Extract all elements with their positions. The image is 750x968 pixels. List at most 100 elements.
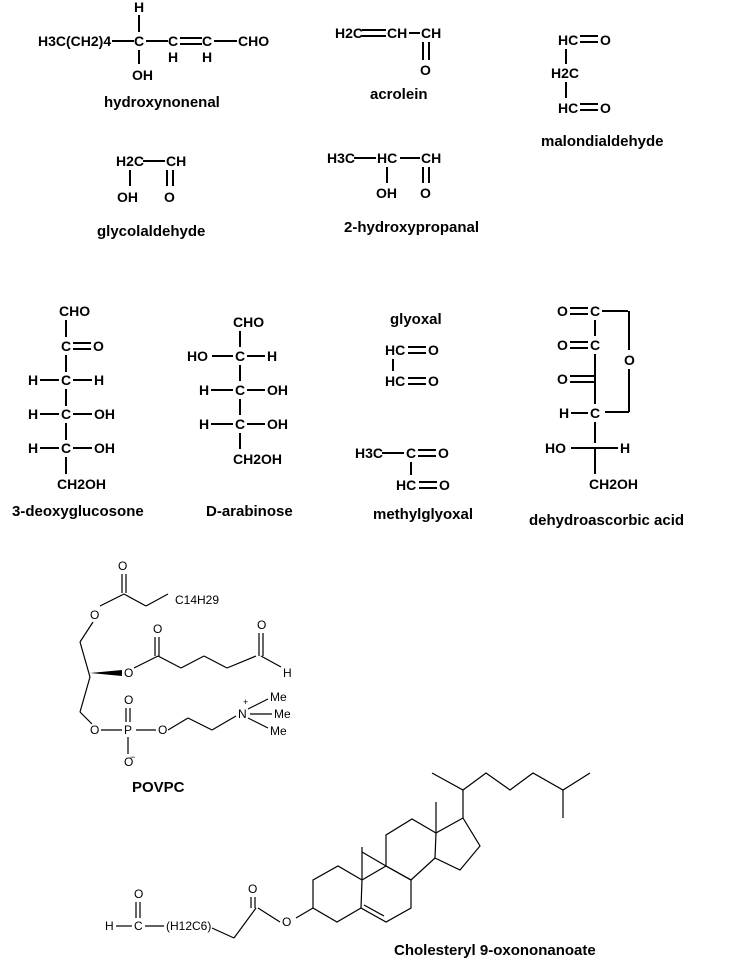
dha-o1: O xyxy=(557,303,568,319)
methylglyoxal-structure: H3C C O HC O methylglyoxal xyxy=(355,445,473,523)
gly-oh: OH xyxy=(117,189,138,205)
gly-ch: CH xyxy=(166,153,186,169)
ara-c4: C xyxy=(235,416,245,432)
dha-o3: O xyxy=(557,371,568,387)
hydroxynonenal-structure: H3C(CH2)4 C H OH C H C H CHO hydroxynone… xyxy=(38,0,269,111)
malondialdehyde-label: malondialdehyde xyxy=(541,133,664,150)
gly-o: O xyxy=(164,189,175,205)
hydroxypropanal-label: 2-hydroxypropanal xyxy=(344,219,479,236)
glyoxal-label: glyoxal xyxy=(390,311,442,328)
glycolaldehyde-structure: H2C CH OH O glycolaldehyde xyxy=(97,153,205,240)
chol-o-carbonyl: O xyxy=(248,882,257,896)
povpc-plus: + xyxy=(243,697,248,707)
dha-h5: H xyxy=(620,440,630,456)
hne-c2: C xyxy=(202,33,212,49)
hydroxypropanal-structure: H3C HC CH OH O 2-hydroxypropanal xyxy=(327,150,479,236)
dg-h3r: H xyxy=(94,372,104,388)
ara-oh4: OH xyxy=(267,416,288,432)
hp-ch: CH xyxy=(421,150,441,166)
dha-ch2oh: CH2OH xyxy=(589,476,638,492)
dg-cho: CHO xyxy=(59,303,90,319)
glyox-o2: O xyxy=(428,373,439,389)
ara-cho: CHO xyxy=(233,314,264,330)
dg-h3l: H xyxy=(28,372,38,388)
acrolein-ch2: CH xyxy=(421,25,441,41)
dha-ring-o: O xyxy=(624,352,635,368)
dha-c4: C xyxy=(590,405,600,421)
mg-o1: O xyxy=(438,445,449,461)
mg-c: C xyxy=(406,445,416,461)
povpc-h: H xyxy=(283,666,292,680)
glyoxal-structure: glyoxal HC O HC O xyxy=(385,311,442,389)
dha-structure: O C O O C O H C HO H CH2OH dehydroascorb… xyxy=(529,303,684,529)
chol-o-aldehyde: O xyxy=(134,887,143,901)
povpc-o2: O xyxy=(124,666,133,680)
hne-oh: OH xyxy=(132,67,153,83)
povpc-o6: O xyxy=(124,755,133,769)
ara-c2: C xyxy=(235,348,245,364)
chol-c-aldehyde: C xyxy=(134,919,143,933)
acrolein-structure: H2C CH CH O acrolein xyxy=(335,25,441,103)
hp-oh: OH xyxy=(376,185,397,201)
hne-c4: C xyxy=(134,33,144,49)
ara-h4: H xyxy=(199,416,209,432)
mda-hc2: HC xyxy=(558,100,578,116)
cholesteryl-label: Cholesteryl 9-oxononanoate xyxy=(394,942,596,959)
povpc-o4: O xyxy=(90,723,99,737)
povpc-p: P xyxy=(124,723,132,737)
dg-o2: O xyxy=(93,338,104,354)
acrolein-h2c: H2C xyxy=(335,25,363,41)
glyox-hc2: HC xyxy=(385,373,405,389)
acrolein-ch1: CH xyxy=(387,25,407,41)
dha-ho: HO xyxy=(545,440,566,456)
hp-o: O xyxy=(420,185,431,201)
mg-o2: O xyxy=(439,477,450,493)
dg-h4: H xyxy=(28,406,38,422)
hne-cho: CHO xyxy=(238,33,269,49)
povpc-me3: Me xyxy=(270,724,287,738)
dha-label: dehydroascorbic acid xyxy=(529,512,684,529)
gly-h2c: H2C xyxy=(116,153,144,169)
glyox-o1: O xyxy=(428,342,439,358)
hne-h2: H xyxy=(202,49,212,65)
arabinose-structure: CHO HO C H H C OH H C OH CH2OH D-arabino… xyxy=(187,314,293,520)
mg-hc: HC xyxy=(396,477,416,493)
povpc-label: POVPC xyxy=(132,779,185,796)
hne-h-top: H xyxy=(134,0,144,15)
arabinose-label: D-arabinose xyxy=(206,503,293,520)
dha-c1: C xyxy=(590,303,600,319)
mg-h3c: H3C xyxy=(355,445,383,461)
dg-ch2oh: CH2OH xyxy=(57,476,106,492)
wedge-bond xyxy=(90,670,122,676)
acrolein-label: acrolein xyxy=(370,86,428,103)
chol-h: H xyxy=(105,919,114,933)
povpc-o1: O xyxy=(90,608,99,622)
ara-ho2: HO xyxy=(187,348,208,364)
povpc-me2: Me xyxy=(274,707,291,721)
povpc-me1: Me xyxy=(270,690,287,704)
dha-c2: C xyxy=(590,337,600,353)
hne-h3: H xyxy=(168,49,178,65)
povpc-o7: O xyxy=(158,723,167,737)
dg-h5: H xyxy=(28,440,38,456)
deoxyglucosone-label: 3-deoxyglucosone xyxy=(12,503,144,520)
hp-hc: HC xyxy=(377,150,397,166)
dg-c3: C xyxy=(61,372,71,388)
ara-h2: H xyxy=(267,348,277,364)
dg-c5: C xyxy=(61,440,71,456)
povpc-o3: O xyxy=(153,622,162,636)
dg-c2: C xyxy=(61,338,71,354)
ara-c3: C xyxy=(235,382,245,398)
hydroxynonenal-label: hydroxynonenal xyxy=(104,94,220,111)
povpc-structure: O C14H29 O O O O H O P O O − xyxy=(79,559,292,796)
acrolein-o: O xyxy=(420,62,431,78)
mda-o2: O xyxy=(600,100,611,116)
dha-o2: O xyxy=(557,337,568,353)
dha-h4: H xyxy=(559,405,569,421)
ara-oh3: OH xyxy=(267,382,288,398)
methylglyoxal-label: methylglyoxal xyxy=(373,506,473,523)
dg-c4: C xyxy=(61,406,71,422)
malondialdehyde-structure: HC O H2C HC O malondialdehyde xyxy=(541,32,664,150)
dg-oh4: OH xyxy=(94,406,115,422)
